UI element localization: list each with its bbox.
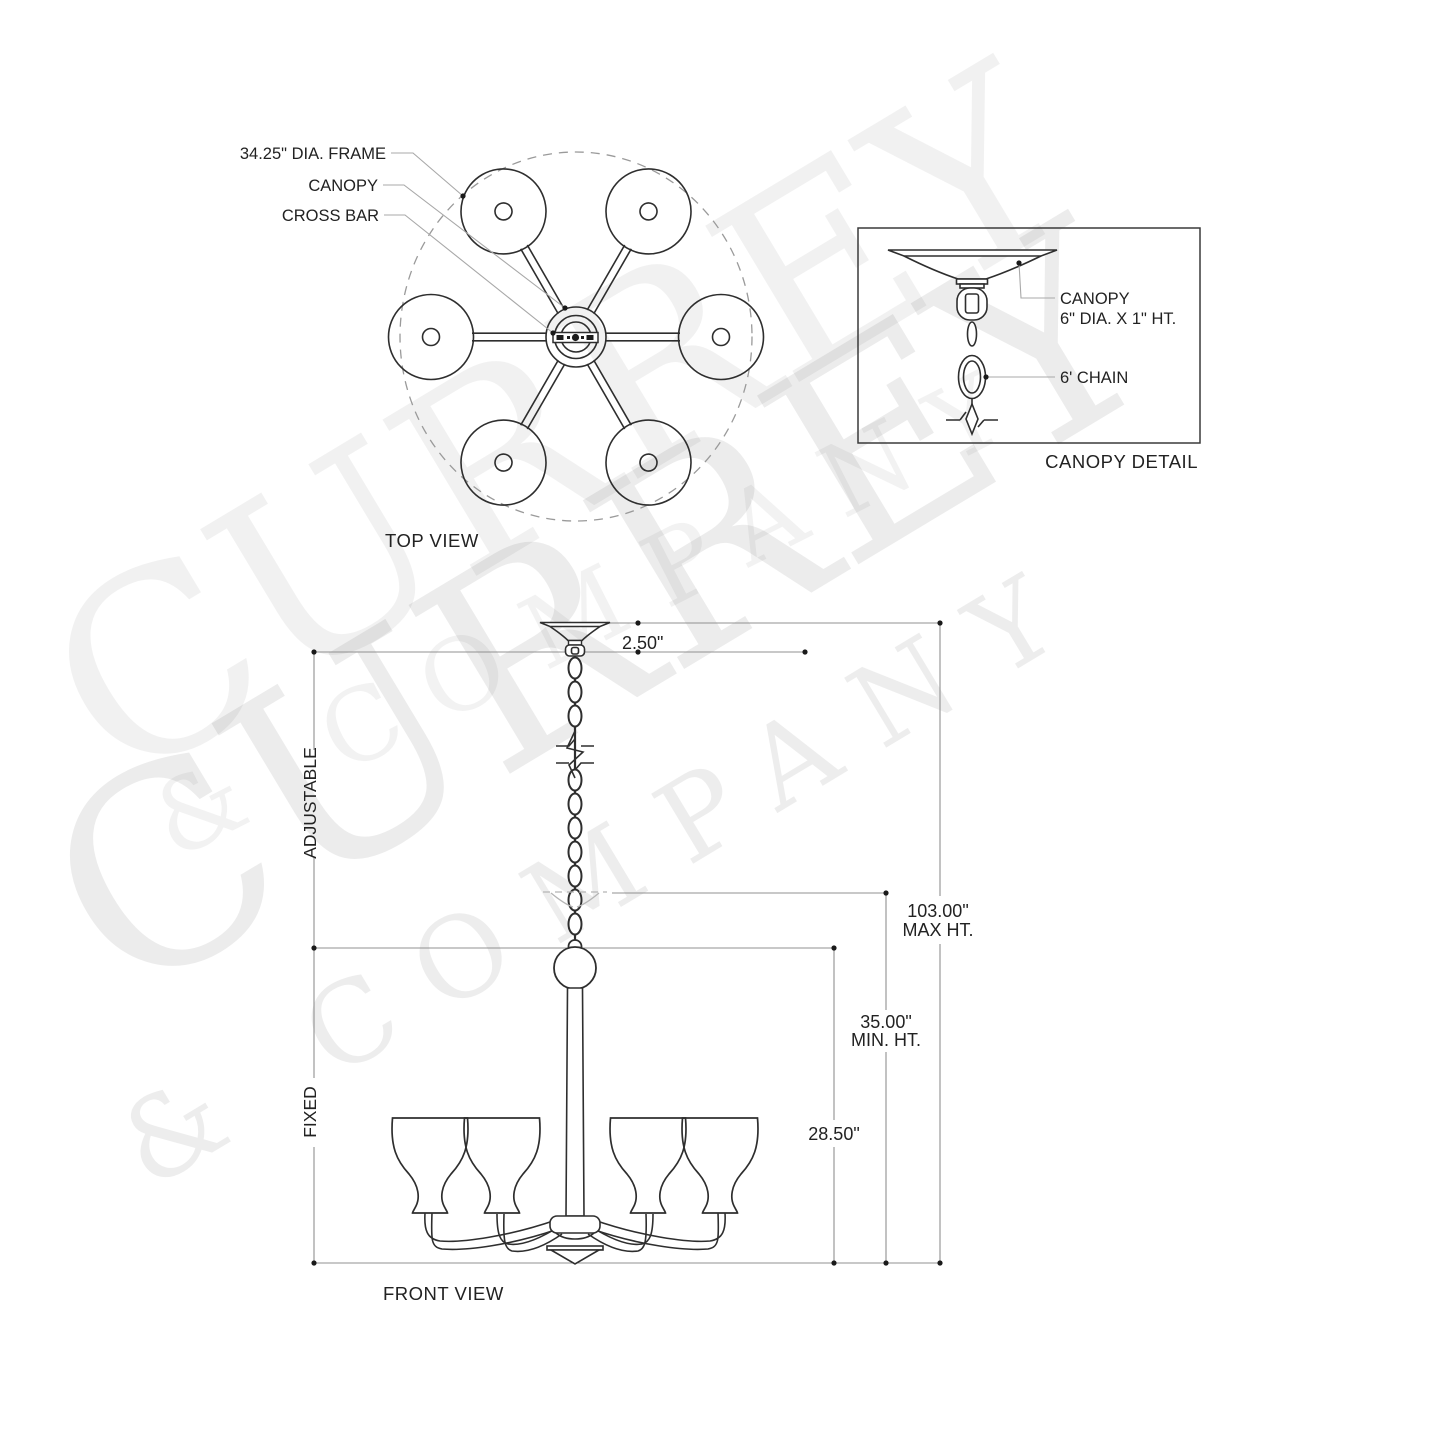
callout-canopy-label: CANOPY	[308, 177, 378, 195]
dim-min-height-label: MIN. HT.	[851, 1030, 921, 1050]
canopy-detail-drawing	[887, 249, 1058, 437]
dim-max-height-label: MAX HT.	[902, 920, 973, 940]
stem	[565, 987, 585, 1217]
body-hub	[549, 1215, 601, 1234]
leader-crossbar	[384, 214, 554, 334]
detail-keyhole	[956, 287, 988, 321]
arm-east	[605, 293, 765, 381]
leader-canopy	[383, 184, 566, 309]
top-view-leaders	[383, 152, 566, 334]
canopy-detail-leaders	[986, 262, 1055, 378]
crossbar-tick-left	[567, 336, 570, 339]
leader-dot-crossbar	[550, 330, 556, 336]
crossbar-tick-right	[581, 336, 584, 339]
arm-right-outer-bottom	[591, 1212, 720, 1251]
ghost-canopy-raised	[543, 891, 607, 908]
arm-northeast	[586, 168, 692, 315]
callout-crossbar-label: CROSS BAR	[282, 207, 379, 225]
detail-break-arrow	[965, 401, 979, 437]
canopy-detail: CANOPY 6" DIA. X 1" HT. 6' CHAIN CANOPY …	[857, 227, 1201, 472]
front-hub-finial	[546, 1215, 604, 1265]
arm-right-inner-bottom	[587, 1213, 648, 1253]
front-body-upper	[553, 939, 597, 1217]
shade-left-inner	[463, 1117, 541, 1214]
top-view: 34.25" DIA. FRAME CANOPY CROSS BAR TOP V…	[240, 145, 765, 551]
detail-canopy-label-line2: 6" DIA. X 1" HT.	[1060, 310, 1176, 328]
detail-chain-link-inner	[962, 360, 982, 394]
shade-left-outer	[391, 1117, 469, 1214]
top-view-hub	[545, 306, 607, 368]
front-shades	[391, 1117, 759, 1214]
arm-left-inner-bottom	[502, 1213, 563, 1253]
detail-chain-connector	[966, 321, 978, 347]
crossbar-center-stud	[571, 333, 580, 342]
arm-right-outer-top	[593, 1212, 726, 1243]
shade-right-outer	[681, 1117, 759, 1214]
arm-southeast	[586, 359, 692, 506]
shade-center-hole	[711, 327, 731, 347]
arm-left-outer-bottom	[430, 1212, 559, 1251]
dim-canopy-height: 2.50"	[622, 633, 663, 653]
front-arms	[424, 1212, 726, 1253]
canopy-detail-box	[857, 227, 1201, 444]
detail-break-lines	[946, 411, 998, 428]
detail-keyhole-slot	[964, 293, 980, 314]
arm-southwest	[460, 359, 566, 506]
arm-west	[387, 293, 547, 381]
leader-dot-detail-chain	[983, 374, 989, 380]
stem-ball	[553, 946, 597, 990]
front-canopy-keyhole	[564, 644, 586, 657]
dim-body-height: 28.50"	[808, 1124, 859, 1144]
hub-under-curve	[555, 1232, 595, 1240]
watermark: CURREY CURREY & COMPANY & COMPANY	[0, 10, 1203, 1213]
hub-canopy-circle	[545, 306, 607, 368]
canopy-detail-caption: CANOPY DETAIL	[1045, 451, 1198, 472]
callout-frame-label: 34.25" DIA. FRAME	[240, 145, 386, 163]
top-view-caption: TOP VIEW	[385, 530, 479, 551]
leader-dot-frame	[460, 193, 466, 199]
front-canopy-slot	[570, 646, 580, 655]
dim-fixed-label: FIXED	[300, 1086, 320, 1138]
detail-canopy-plate	[887, 249, 1058, 257]
leader-frame	[391, 152, 464, 197]
dim-adjustable-label: ADJUSTABLE	[300, 747, 320, 859]
arm-left-outer-top	[424, 1212, 557, 1243]
shade-top-circle	[677, 293, 765, 381]
arm-right-inner-top	[589, 1213, 654, 1246]
dimension-ticks	[311, 620, 943, 1266]
leader-detail-canopy	[1018, 262, 1055, 299]
finial-cone	[548, 1249, 602, 1265]
leader-dot-detail-canopy	[1016, 260, 1022, 266]
front-view-caption: FRONT VIEW	[383, 1283, 504, 1304]
front-canopy	[539, 621, 611, 657]
dim-max-height-value: 103.00"	[907, 901, 968, 921]
leader-dot-canopy	[562, 305, 568, 311]
dim-min-height-value: 35.00"	[860, 1012, 911, 1032]
crossbar-screw-right	[586, 335, 594, 340]
dimension-lines	[313, 622, 941, 1264]
chain-break-symbol	[556, 730, 594, 779]
frame-dashed-circle	[399, 151, 753, 522]
crossbar-screw-left	[556, 335, 564, 340]
chain-links	[567, 656, 583, 936]
front-view: 2.50" ADJUSTABLE FIXED 103.00" MAX HT. 3…	[300, 620, 974, 1304]
detail-canopy-label-line1: CANOPY	[1060, 290, 1130, 308]
detail-chain-label: 6' CHAIN	[1060, 369, 1128, 387]
top-view-arms-shades	[387, 168, 765, 506]
arm-left-inner-top	[496, 1213, 561, 1246]
shade-right-inner	[609, 1117, 687, 1214]
